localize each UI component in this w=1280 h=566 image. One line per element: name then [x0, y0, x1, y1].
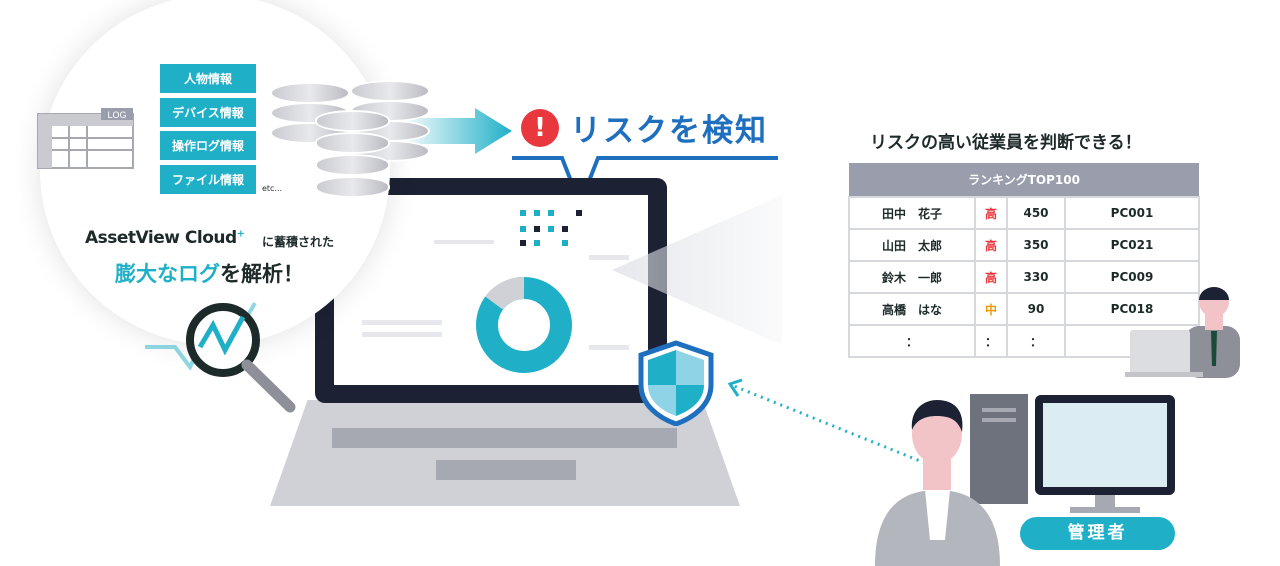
- headline: 膨大なログを解析！: [115, 262, 304, 286]
- administrator-figure: [875, 394, 1175, 566]
- employee-figure: [1125, 287, 1240, 378]
- category-person: 人物情報: [160, 64, 256, 93]
- dotted-arrow: [727, 378, 926, 465]
- shield-icon: [638, 340, 714, 426]
- laptop-screen: [334, 195, 648, 385]
- ranking-title: リスクの高い従業員を判断できる！: [870, 133, 1142, 153]
- ranking-header: ランキングTOP100: [849, 163, 1199, 197]
- category-operation-log: 操作ログ情報: [160, 131, 256, 160]
- flow-arrow-icon: [400, 108, 512, 154]
- etc-label: etc...: [262, 184, 283, 193]
- log-sheet-icon: LOG: [37, 108, 134, 169]
- administrator-label: 管理者: [1020, 517, 1175, 550]
- brand-logo: AssetView Cloud+: [85, 228, 245, 248]
- category-file: ファイル情報: [160, 165, 256, 194]
- keyboard: [332, 428, 677, 448]
- risk-detected-label: リスクを検知: [570, 113, 768, 149]
- category-device: デバイス情報: [160, 98, 256, 127]
- subtitle: に蓄積された: [262, 235, 335, 249]
- magnifier-icon: [145, 302, 296, 413]
- log-label: LOG: [107, 110, 126, 120]
- trackpad: [436, 460, 576, 480]
- alert-icon: !: [521, 109, 559, 147]
